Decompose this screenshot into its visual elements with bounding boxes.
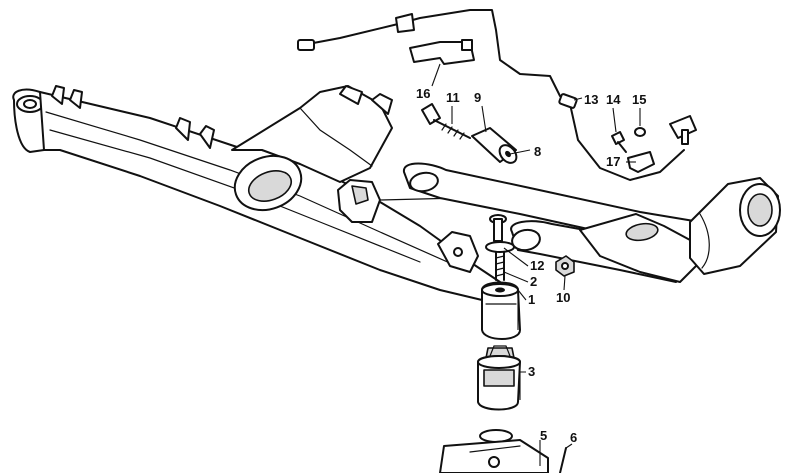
callout-9: 9 <box>474 90 481 105</box>
small-parts <box>409 39 697 473</box>
callout-11: 11 <box>446 90 460 105</box>
trailing-arm <box>403 162 781 283</box>
callout-1: 1 <box>528 292 535 307</box>
callout-3: 3 <box>528 364 535 379</box>
callout-16: 16 <box>416 86 430 101</box>
callout-5: 5 <box>540 428 547 443</box>
callout-8: 8 <box>534 144 541 159</box>
callout-2: 2 <box>530 274 537 289</box>
callout-6: 6 <box>570 430 577 445</box>
callout-15: 15 <box>632 92 646 107</box>
callout-14: 14 <box>606 92 621 107</box>
axle-carrier <box>12 85 501 301</box>
callout-10: 10 <box>556 290 570 305</box>
callout-13: 13 <box>584 92 598 107</box>
leader-lines <box>431 63 641 466</box>
callout-12: 12 <box>530 258 544 273</box>
callout-17: 17 <box>606 154 620 169</box>
cable-assembly <box>297 9 685 181</box>
callout-labels: 16 11 9 8 13 14 15 17 12 2 1 10 3 5 6 <box>416 86 646 445</box>
